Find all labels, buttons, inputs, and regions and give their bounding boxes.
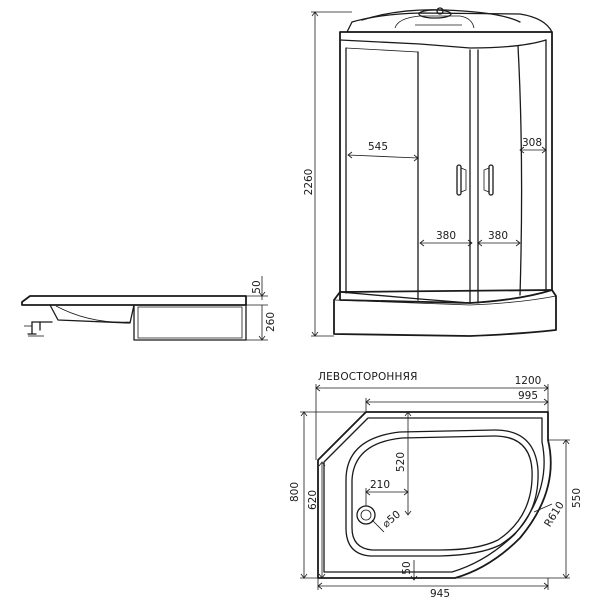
side-view: 50 260 — [21, 276, 277, 341]
tray-apron — [133, 304, 247, 341]
arrow — [404, 510, 412, 516]
dim-800-label: 800 — [289, 482, 301, 502]
arrow — [300, 573, 308, 579]
arrow — [311, 11, 319, 17]
arrow — [541, 146, 547, 154]
arrow — [318, 461, 326, 467]
arrow — [318, 573, 326, 579]
shower-head-icon — [418, 9, 452, 19]
door-handle-right-icon[interactable] — [488, 164, 494, 196]
bottom-rail — [339, 289, 553, 304]
handle-left-grip — [460, 167, 467, 193]
dim-545-label: 545 — [368, 141, 388, 153]
arrow — [543, 384, 549, 392]
tray-top-edge — [333, 295, 557, 306]
dim-r610-leader — [533, 503, 553, 513]
arrow — [543, 398, 549, 406]
tray-foot-left-icon — [27, 321, 37, 335]
tray-profile-body — [49, 304, 135, 324]
dim-308-label: 308 — [522, 137, 542, 149]
tray-plan-basin — [345, 429, 539, 557]
arrow — [543, 582, 549, 590]
front-view: 2260 545 308 380 380 — [303, 7, 557, 337]
arrow — [365, 398, 371, 406]
cabin-top-rail — [339, 39, 547, 49]
arrow — [347, 151, 353, 159]
drain-icon — [356, 505, 376, 525]
plan-title: ЛЕВОСТОРОННЯЯ — [318, 371, 418, 383]
arrow — [317, 582, 323, 590]
dim-50-label: 50 — [251, 280, 263, 293]
tray-apron-inner — [137, 306, 243, 339]
arrow — [315, 384, 321, 392]
drain-inner-icon — [360, 509, 372, 521]
arrow — [365, 488, 371, 496]
arrow — [413, 154, 419, 162]
arrow — [410, 575, 418, 581]
dim-945-label: 945 — [430, 588, 450, 600]
arrow — [562, 573, 570, 579]
arrow — [562, 439, 570, 445]
roof-curve — [361, 9, 521, 23]
dim-380-left-label: 380 — [436, 230, 456, 242]
top-rail-inner — [345, 47, 419, 53]
plan-view: ЛЕВОСТОРОННЯЯ 1200 995 800 6 — [289, 371, 583, 600]
tray-curve — [55, 305, 131, 323]
dim-620-label: 620 — [307, 490, 319, 510]
arrow — [515, 239, 521, 247]
tray-plan-outer — [317, 411, 552, 579]
tray-plan-basin-inner — [351, 435, 533, 551]
dim-height-label: 2260 — [303, 169, 315, 196]
dim-520-label: 520 — [395, 452, 407, 472]
arrow — [258, 291, 266, 297]
handle-right-grip — [483, 167, 490, 193]
arrow — [311, 331, 319, 337]
arrow — [404, 411, 412, 417]
arrow — [258, 335, 266, 341]
arrow — [419, 239, 425, 247]
door-handle-left-icon[interactable] — [456, 164, 462, 196]
arrow — [467, 239, 473, 247]
arrow — [403, 488, 409, 496]
dim-380-right-label: 380 — [488, 230, 508, 242]
dim-550-label: 550 — [571, 488, 583, 508]
dim-r610-label: R610 — [542, 500, 567, 530]
dim-50-bottom-label: 50 — [401, 561, 413, 574]
arrow — [519, 146, 525, 154]
tray-profile-top — [21, 295, 247, 306]
dim-995-label: 995 — [518, 390, 538, 402]
dim-210-label: 210 — [370, 479, 390, 491]
dim-545-line — [347, 154, 419, 159]
arrow — [300, 411, 308, 417]
tray-plan-rim — [323, 417, 545, 573]
dim-d50-leader — [371, 519, 385, 533]
right-side-curve — [517, 45, 523, 296]
shower-head-cap-icon — [436, 7, 444, 15]
dim-d50-label: ⌀50 — [380, 508, 403, 530]
dim-1200-label: 1200 — [515, 375, 542, 387]
arrow — [477, 239, 483, 247]
dim-260-label: 260 — [265, 312, 277, 332]
roof-bowl — [394, 15, 475, 29]
